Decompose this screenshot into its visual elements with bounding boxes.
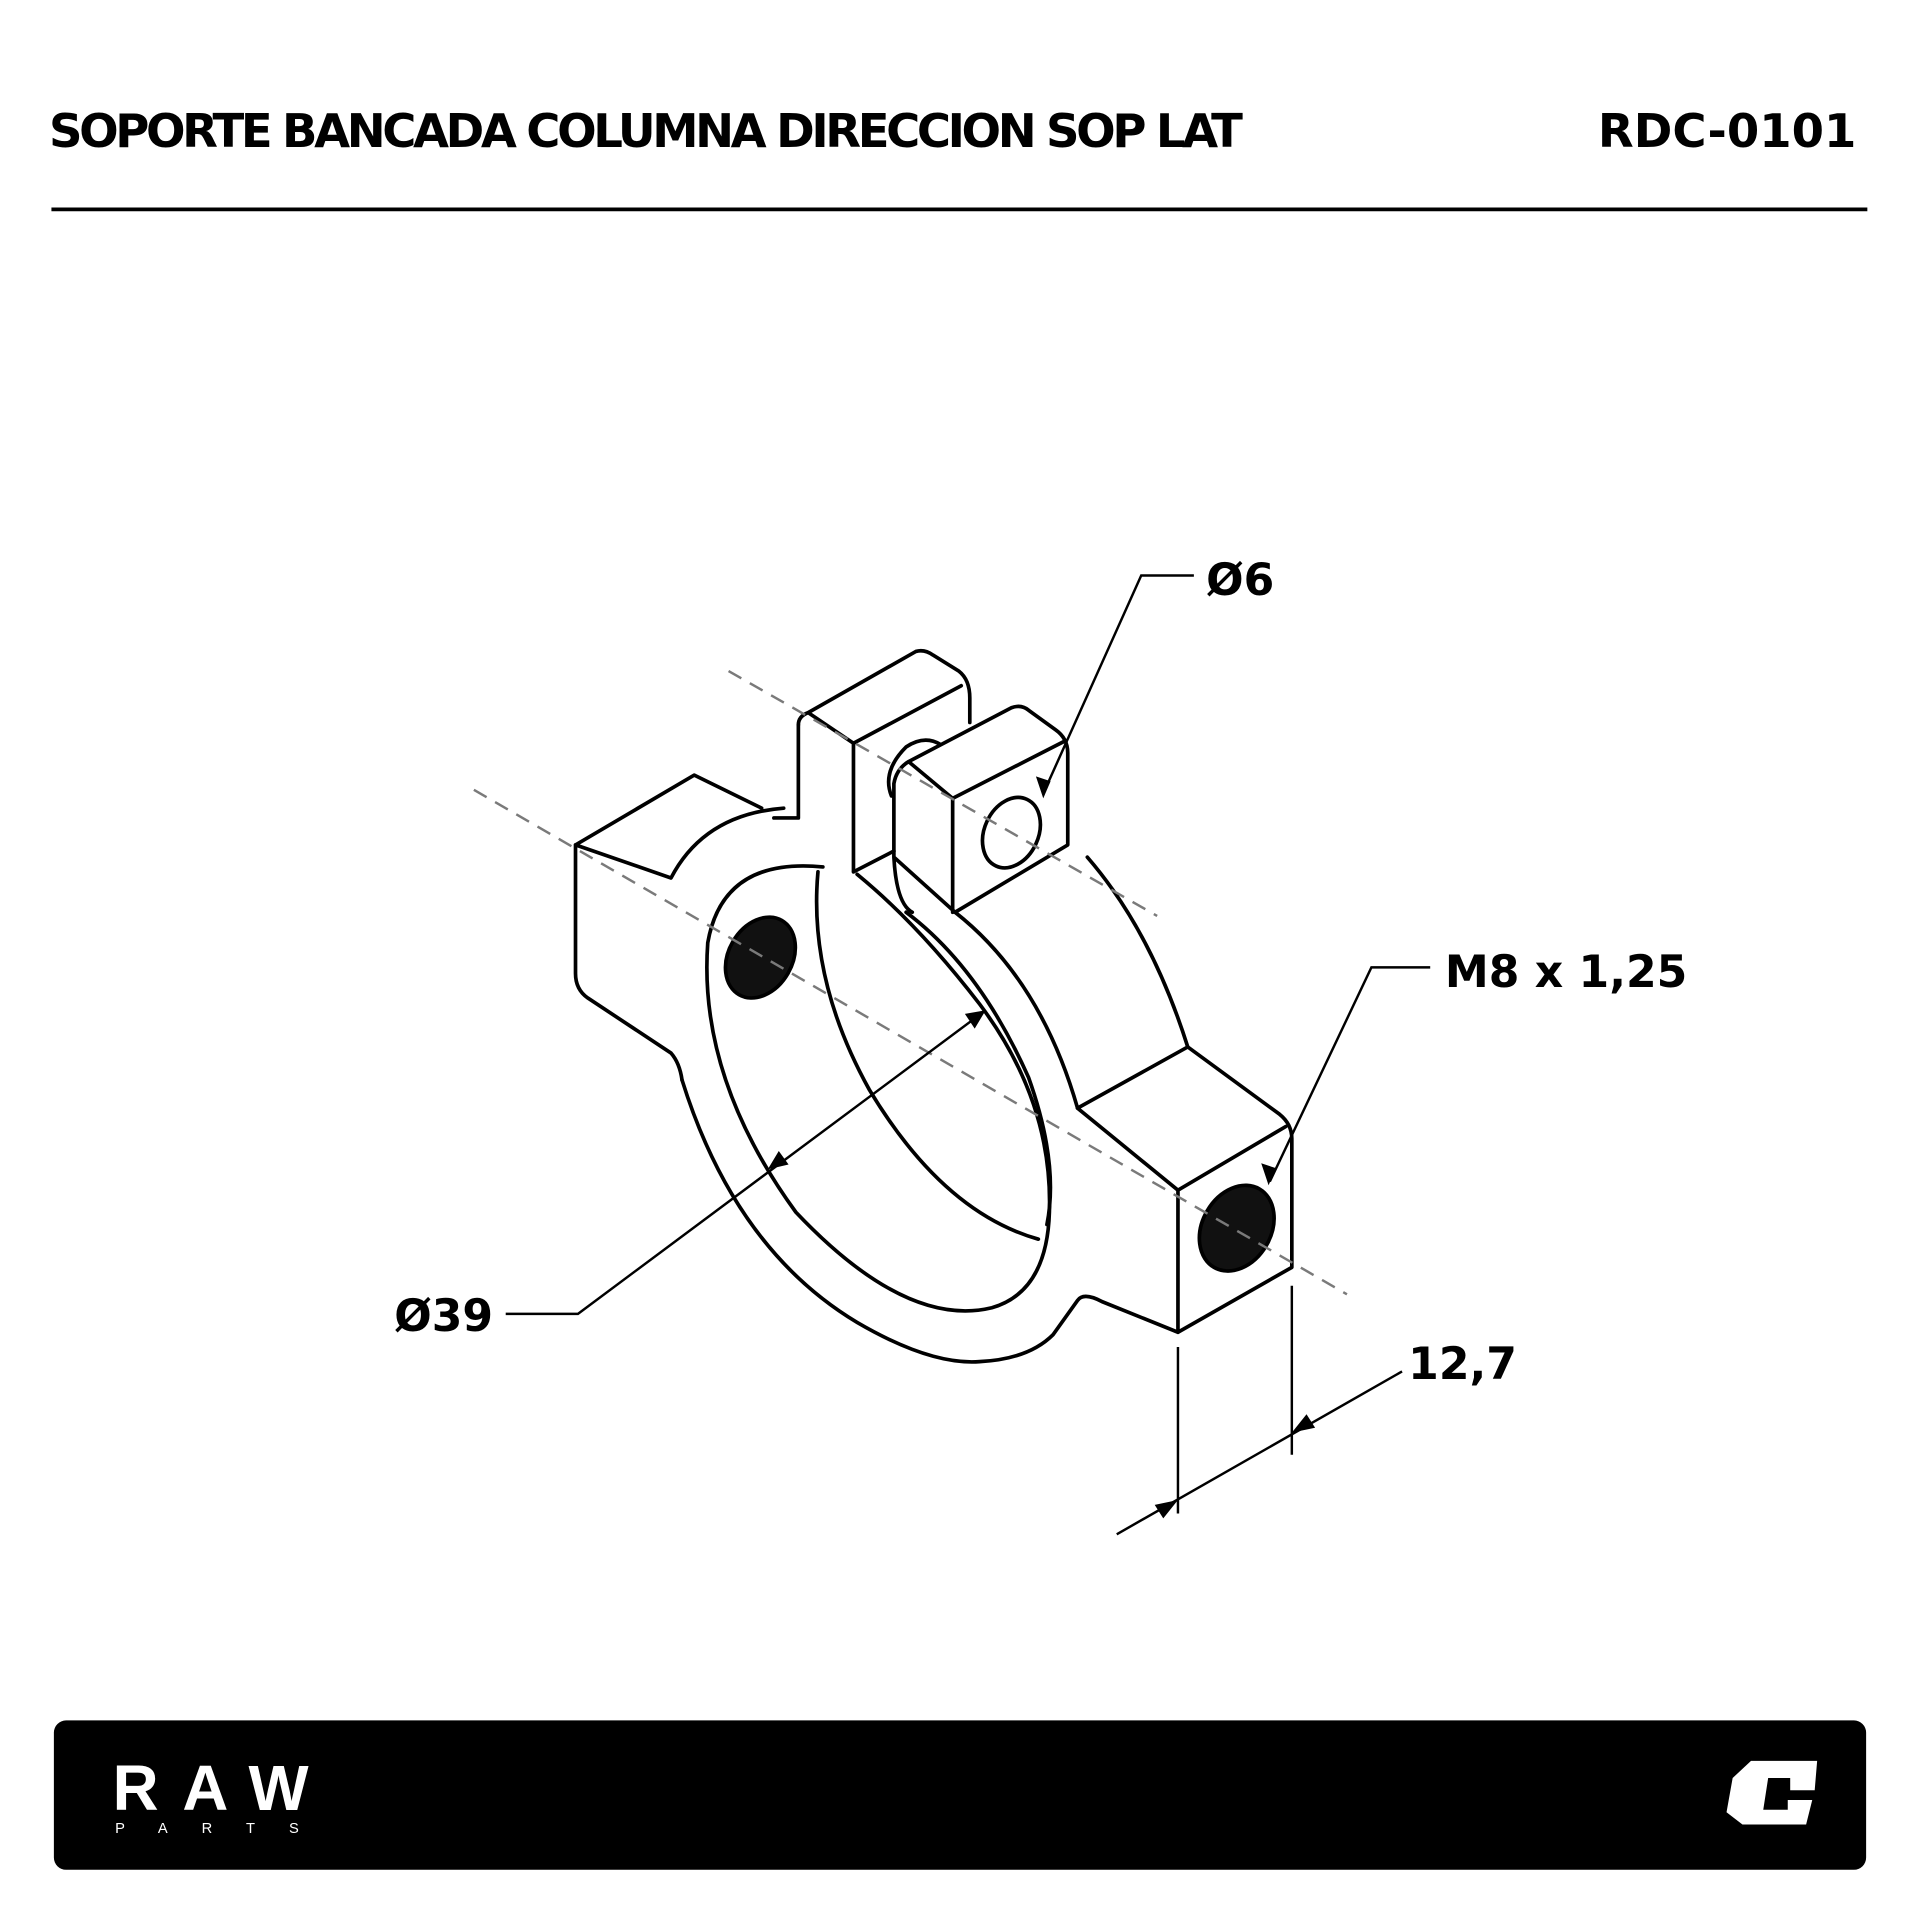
brand-sub: PARTS xyxy=(115,1821,299,1837)
pin-hole-6mm xyxy=(980,795,1043,870)
footer-background xyxy=(53,1720,1867,1870)
label-bore-diameter: Ø39 xyxy=(394,1291,493,1342)
leader-m8 xyxy=(1268,966,1431,1183)
ring-outer-right xyxy=(953,855,1190,1110)
arrow-icon xyxy=(1261,1163,1276,1186)
ear-gap-pin xyxy=(886,738,943,798)
ring-outer-bottom xyxy=(680,1078,1180,1364)
leader-d6 xyxy=(1042,574,1194,794)
left-ear-side xyxy=(772,723,801,820)
threaded-hole-left xyxy=(723,915,798,1000)
footer-bar: RAW PARTS xyxy=(53,1720,1867,1870)
ring-front-face xyxy=(705,864,1052,1313)
right-ear xyxy=(892,704,1070,915)
part-code: RDC-0101 xyxy=(1598,104,1856,158)
label-width: 12,7 xyxy=(1408,1339,1517,1390)
c-logo-icon xyxy=(1726,1760,1818,1825)
dimension-lines xyxy=(505,574,1431,1536)
centerline-pin xyxy=(727,669,1158,917)
label-hole-diameter: Ø6 xyxy=(1206,555,1274,606)
part-title: SOPORTE BANCADA COLUMNA DIRECCION SOP LA… xyxy=(49,104,1243,158)
arrow-icon xyxy=(1035,776,1051,799)
left-flange xyxy=(573,773,786,1082)
right-block xyxy=(1075,1045,1294,1335)
bore-inner xyxy=(814,870,1053,1242)
arrow-icon xyxy=(1154,1414,1316,1519)
brand-logo: RAW xyxy=(113,1753,310,1824)
left-ear xyxy=(796,648,972,874)
centerline-main xyxy=(473,788,1348,1296)
threaded-hole-m8 xyxy=(1197,1183,1276,1273)
label-thread: M8 x 1,25 xyxy=(1445,947,1687,998)
leader-d39 xyxy=(505,1009,987,1316)
part-isometric-view xyxy=(573,648,1294,1364)
